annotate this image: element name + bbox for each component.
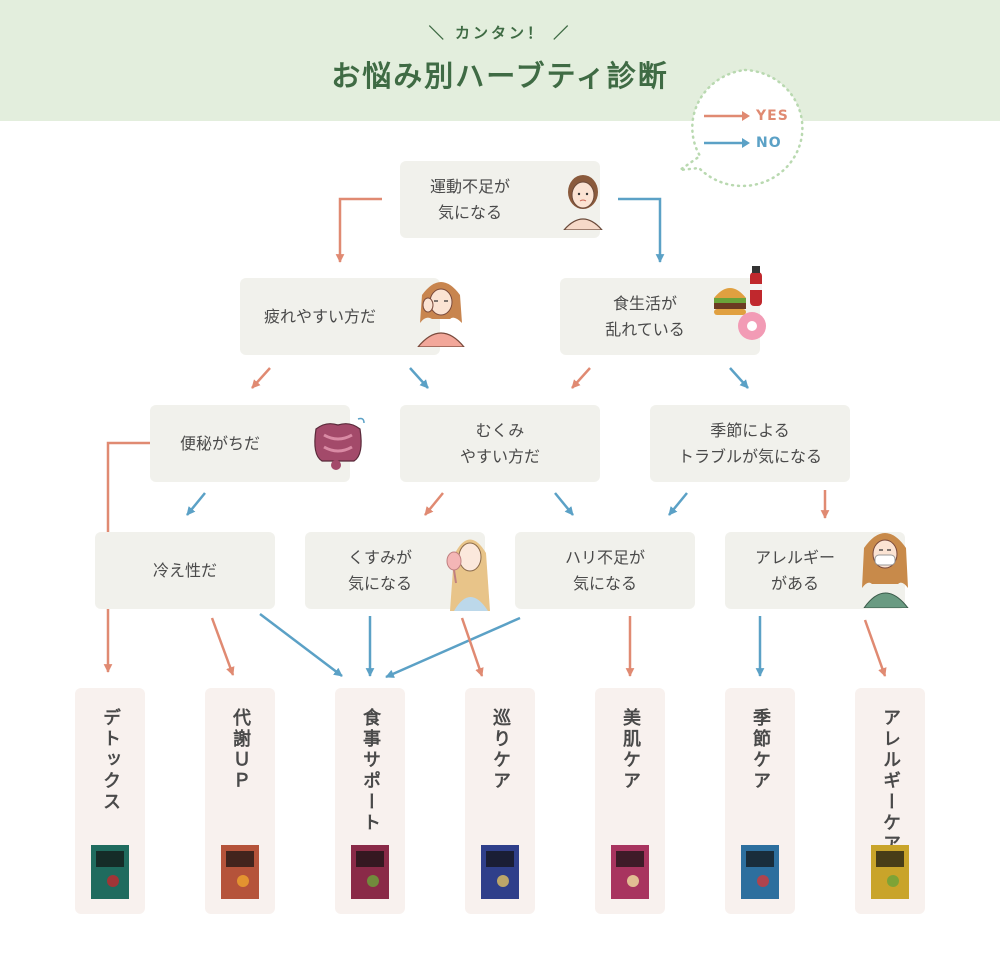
arrow-no	[385, 616, 521, 679]
question-swelling: むくみ やすい方だ	[400, 405, 600, 482]
tea-package-icon	[91, 845, 129, 899]
question-cold: 冷え性だ	[95, 532, 275, 609]
result-card-metabolism[interactable]: 代謝ＵＰ	[205, 688, 275, 914]
question-tired: 疲れやすい方だ	[240, 278, 440, 355]
tea-package-icon	[741, 845, 779, 899]
result-label: 巡りケア	[490, 708, 511, 792]
arrow-yes	[571, 367, 591, 389]
tea-package-icon	[351, 845, 389, 899]
arrow-yes	[335, 197, 382, 263]
junk-food-illustration	[714, 266, 766, 340]
woman-with-mask-illustration	[862, 533, 909, 608]
result-label: 代謝ＵＰ	[230, 708, 251, 792]
arrow-yes	[863, 619, 887, 677]
arrow-no	[409, 367, 429, 389]
result-label: 季節ケア	[750, 708, 771, 792]
question-exercise: 運動不足が 気になる	[400, 161, 600, 238]
arrow-yes	[251, 367, 271, 389]
tea-package-icon	[221, 845, 259, 899]
arrow-no	[729, 367, 749, 389]
arrow-no	[618, 197, 665, 263]
worried-woman-illustration	[563, 175, 603, 230]
result-card-detox[interactable]: デトックス	[75, 688, 145, 914]
arrow-yes	[424, 492, 444, 516]
page-title: お悩み別ハーブティ診断	[331, 59, 669, 93]
question-seasonal: 季節による トラブルが気になる	[650, 405, 850, 482]
intestine-illustration	[314, 417, 365, 470]
arrow-no	[554, 492, 574, 516]
tired-woman-illustration	[417, 282, 465, 347]
arrow-no	[259, 613, 343, 677]
tea-package-icon	[871, 845, 909, 899]
arrow-yes	[210, 617, 235, 676]
result-label: デトックス	[100, 708, 121, 813]
woman-with-mirror-illustration	[446, 539, 490, 611]
result-card-seasonal-care[interactable]: 季節ケア	[725, 688, 795, 914]
question-firmness: ハリ不足が 気になる	[515, 532, 695, 609]
arrow-yes	[460, 617, 484, 677]
tagline: ＼ カンタン！ ／	[428, 24, 572, 42]
result-label: 食事サポート	[360, 708, 381, 834]
arrow-no	[186, 492, 206, 516]
result-card-skin-care[interactable]: 美肌ケア	[595, 688, 665, 914]
header-banner	[0, 0, 1000, 121]
legend-no-label: NO	[756, 135, 782, 151]
result-label: アレルギーケア	[880, 708, 901, 855]
tea-package-icon	[611, 845, 649, 899]
result-card-allergy-care[interactable]: アレルギーケア	[855, 688, 925, 914]
legend: YES NO	[675, 68, 812, 190]
tea-package-icon	[481, 845, 519, 899]
result-label: 美肌ケア	[620, 708, 641, 792]
legend-yes-label: YES	[756, 108, 789, 124]
arrow-no	[668, 492, 688, 516]
result-card-circulation[interactable]: 巡りケア	[465, 688, 535, 914]
result-card-diet-support[interactable]: 食事サポート	[335, 688, 405, 914]
